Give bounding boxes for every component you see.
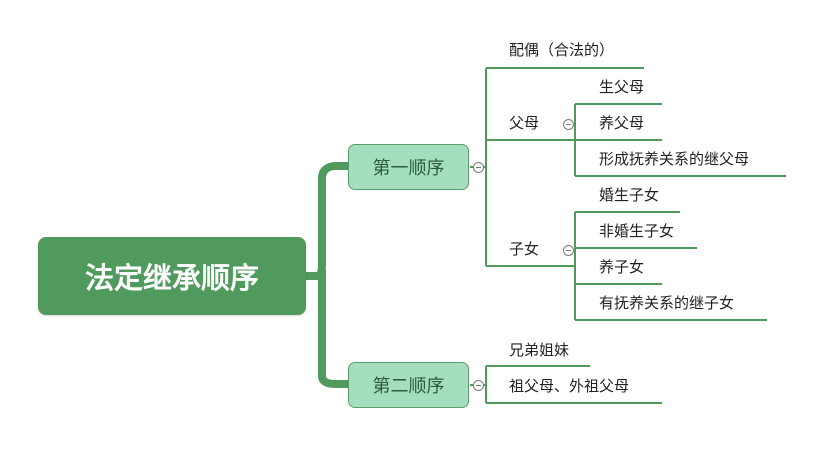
subtopic-spouse[interactable]: 配偶（合法的） bbox=[509, 41, 615, 59]
root-branch-connector bbox=[306, 162, 348, 280]
collapse-minus-icon[interactable] bbox=[563, 245, 574, 256]
subtopic-adoptive-parents[interactable]: 养父母 bbox=[599, 114, 645, 132]
main-topic-first-order[interactable]: 第一顺序 bbox=[348, 144, 469, 190]
subtopic-adopted-children[interactable]: 养子女 bbox=[599, 258, 645, 276]
collapse-minus-icon[interactable] bbox=[563, 119, 574, 130]
collapse-minus-icon[interactable] bbox=[473, 380, 484, 391]
subtopic-legitimate-children[interactable]: 婚生子女 bbox=[599, 186, 660, 204]
subtopic-illegitimate-children[interactable]: 非婚生子女 bbox=[599, 222, 675, 240]
main-topic-label: 第二顺序 bbox=[372, 376, 445, 397]
subtopic-siblings[interactable]: 兄弟姐妹 bbox=[509, 341, 570, 359]
collapse-minus-icon[interactable] bbox=[473, 162, 484, 173]
main-topic-second-order[interactable]: 第二顺序 bbox=[348, 362, 469, 408]
main-topic-label: 第一顺序 bbox=[372, 158, 445, 179]
subtopic-step-parents[interactable]: 形成抚养关系的继父母 bbox=[599, 150, 750, 168]
subtopic-grandparents[interactable]: 祖父母、外祖父母 bbox=[509, 377, 630, 395]
root-branch-connector bbox=[318, 270, 348, 388]
subtopic-birth-parents[interactable]: 生父母 bbox=[599, 78, 645, 96]
subtopic-parents[interactable]: 父母 bbox=[509, 114, 540, 132]
subtopic-children[interactable]: 子女 bbox=[509, 240, 540, 258]
subtopic-step-children[interactable]: 有抚养关系的继子女 bbox=[599, 294, 735, 312]
root-topic-label: 法定继承顺序 bbox=[84, 261, 259, 295]
root-topic[interactable]: 法定继承顺序 bbox=[38, 237, 306, 315]
